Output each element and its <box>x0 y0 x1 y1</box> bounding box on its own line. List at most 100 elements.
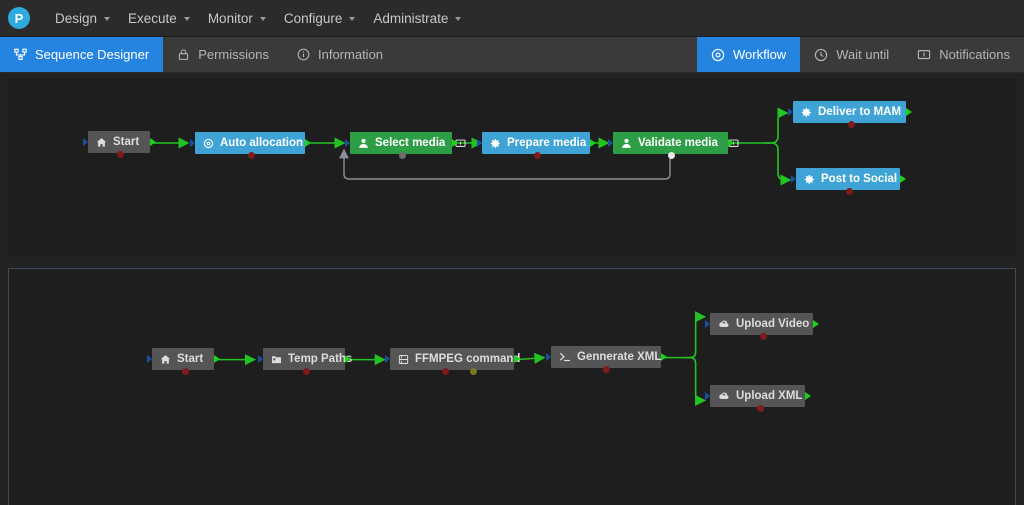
node-output-port[interactable] <box>452 139 458 147</box>
node-label: Deliver to MAM <box>818 106 902 118</box>
workflow-node-validate[interactable]: Validate media <box>608 132 739 154</box>
tab-sequence-designer[interactable]: Sequence Designer <box>0 37 164 72</box>
node-input-port[interactable] <box>608 139 613 147</box>
node-label: Post to Social <box>821 173 898 185</box>
node-label: Upload Video <box>736 318 810 330</box>
workflow-node-post-social[interactable]: Post to Social <box>791 168 906 190</box>
node-label: FFMPEG command <box>415 353 521 365</box>
menu-item-configure-label: Configure <box>283 10 343 26</box>
chevron-down-icon <box>455 17 462 21</box>
node-output-port[interactable] <box>813 320 819 328</box>
node-input-port[interactable] <box>190 139 195 147</box>
node-output-port[interactable] <box>900 175 906 183</box>
person-icon <box>358 138 369 149</box>
node-label: Auto allocation <box>220 137 304 149</box>
cloud-upload-icon <box>718 390 730 402</box>
tab-wait-until-label: Wait until <box>836 47 890 62</box>
node-label: Validate media <box>638 137 718 149</box>
top-menu-bar: P Design Execute Monitor Configure Admin… <box>0 0 1024 37</box>
node-input-port[interactable] <box>258 355 263 363</box>
node-input-port[interactable] <box>705 320 710 328</box>
menu-item-execute-label: Execute <box>128 10 177 26</box>
node-output-port[interactable] <box>590 139 596 147</box>
menu-item-design[interactable]: Design <box>46 5 119 32</box>
lock-icon <box>177 48 190 61</box>
menu-item-monitor[interactable]: Monitor <box>199 5 275 32</box>
comment-icon <box>917 48 931 62</box>
gear-icon <box>711 48 725 62</box>
tab-workflow-label: Workflow <box>732 47 787 62</box>
workflow-node-auto-alloc[interactable]: Auto allocation <box>190 132 311 154</box>
tab-bar-right-group: Workflow Wait until Notifications <box>696 37 1024 72</box>
menu-item-monitor-label: Monitor <box>207 10 253 26</box>
workflow-panel-secondary[interactable] <box>8 268 1016 505</box>
workflow-node-start2[interactable]: Start <box>147 348 220 370</box>
node-label: Select media <box>375 137 446 149</box>
node-input-port[interactable] <box>83 138 88 146</box>
film-icon <box>398 354 409 365</box>
node-output-port[interactable] <box>661 353 667 361</box>
terminal-icon <box>559 351 571 363</box>
workflow-node-upload-xml[interactable]: Upload XML <box>705 385 811 407</box>
chevron-down-icon <box>183 17 190 21</box>
cloud-upload-icon <box>718 318 730 330</box>
node-label: Start <box>177 353 204 365</box>
tab-bar-spacer <box>397 37 697 72</box>
home-icon <box>160 354 171 365</box>
node-input-port[interactable] <box>147 355 152 363</box>
app-logo[interactable]: P <box>8 7 30 29</box>
target-icon <box>203 138 214 149</box>
chevron-down-icon <box>349 17 356 21</box>
node-output-port[interactable] <box>728 139 734 147</box>
workflow-node-ffmpeg[interactable]: FFMPEG command <box>385 348 520 370</box>
node-output-port[interactable] <box>345 355 351 363</box>
node-output-port[interactable] <box>514 355 520 363</box>
workflow-node-select[interactable]: Select media <box>345 132 466 154</box>
menu-item-execute[interactable]: Execute <box>119 5 199 32</box>
workflow-node-deliver-mam[interactable]: Deliver to MAM <box>788 101 912 123</box>
menu-item-configure[interactable]: Configure <box>275 5 365 32</box>
sequence-designer-icon <box>14 48 27 61</box>
node-output-port[interactable] <box>150 138 156 146</box>
tab-workflow[interactable]: Workflow <box>696 37 801 72</box>
node-output-port[interactable] <box>906 108 912 116</box>
clock-icon <box>814 48 828 62</box>
tab-information-label: Information <box>318 47 384 62</box>
workflow-node-gen-xml[interactable]: Gennerate XML <box>546 346 667 368</box>
node-output-port[interactable] <box>805 392 811 400</box>
menu-item-administrate-label: Administrate <box>373 10 449 26</box>
workflow-wires-secondary <box>217 311 707 407</box>
node-input-port[interactable] <box>788 108 793 116</box>
tab-permissions-label: Permissions <box>198 47 269 62</box>
tab-notifications-label: Notifications <box>939 47 1010 62</box>
node-output-port[interactable] <box>214 355 220 363</box>
node-label: Prepare media <box>507 137 587 149</box>
person-icon <box>621 138 632 149</box>
tab-permissions[interactable]: Permissions <box>163 37 283 72</box>
node-input-port[interactable] <box>546 353 551 361</box>
node-input-port[interactable] <box>345 139 350 147</box>
workflow-node-temp-paths[interactable]: Temp Paths <box>258 348 352 370</box>
node-input-port[interactable] <box>791 175 796 183</box>
node-input-port[interactable] <box>705 392 710 400</box>
tab-information[interactable]: Information <box>283 37 397 72</box>
chevron-down-icon <box>259 17 266 21</box>
node-output-port[interactable] <box>305 139 311 147</box>
menu-item-administrate[interactable]: Administrate <box>364 5 470 32</box>
tab-wait-until[interactable]: Wait until <box>800 37 903 72</box>
tab-notifications[interactable]: Notifications <box>903 37 1024 72</box>
node-input-port[interactable] <box>477 139 482 147</box>
gear-icon <box>490 138 501 149</box>
tab-bar: Sequence Designer Permissions Informatio… <box>0 37 1024 73</box>
workflow-node-prepare[interactable]: Prepare media <box>477 132 596 154</box>
node-input-port[interactable] <box>385 355 390 363</box>
workflow-node-start[interactable]: Start <box>83 131 156 153</box>
tab-sequence-designer-label: Sequence Designer <box>35 47 150 62</box>
node-label: Gennerate XML <box>577 351 662 363</box>
info-icon <box>297 48 310 61</box>
node-label: Start <box>113 136 140 148</box>
menu-item-design-label: Design <box>55 10 98 26</box>
workflow-node-upload-video[interactable]: Upload Video <box>705 313 819 335</box>
gear-icon <box>801 107 812 118</box>
